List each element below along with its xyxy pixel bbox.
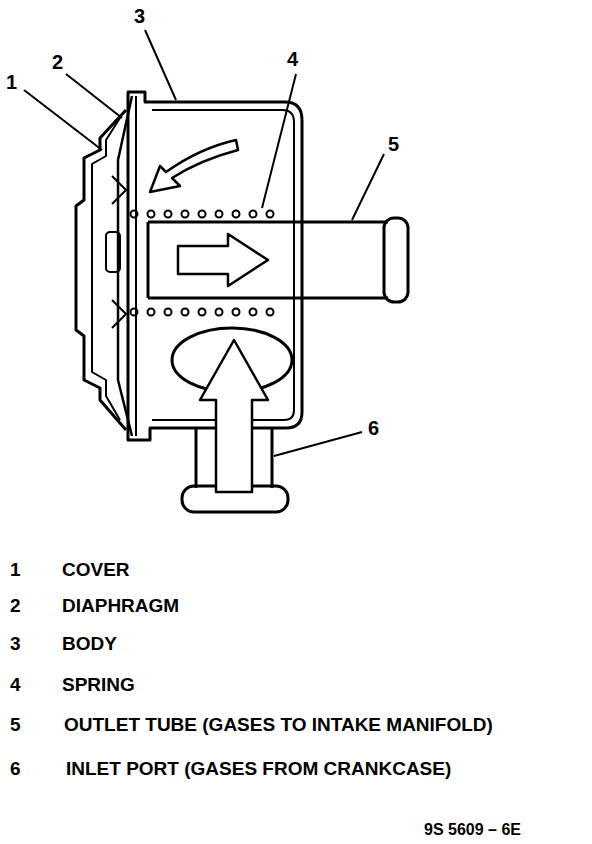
callout-number: 5 — [388, 134, 399, 154]
spring-coil — [182, 309, 189, 316]
key-number: 4 — [10, 675, 21, 694]
spring-coil — [250, 309, 257, 316]
callout-number: 3 — [134, 6, 145, 26]
spring-coil — [267, 211, 274, 218]
figure-code: 9S 5609 – 6E — [424, 822, 521, 838]
callout-number: 6 — [368, 418, 379, 438]
spring-coil — [199, 211, 206, 218]
key-number: 3 — [10, 634, 21, 653]
spring-coil — [165, 309, 172, 316]
spring-coil — [233, 309, 240, 316]
key-text: COVER — [62, 560, 130, 579]
spring-coil — [148, 211, 155, 218]
callout-number: 2 — [52, 52, 63, 72]
spring-coil — [233, 211, 240, 218]
spring-coil — [216, 211, 223, 218]
spring-coil — [267, 309, 274, 316]
spring-coil — [131, 211, 138, 218]
spring-coil — [131, 309, 138, 316]
key-number: 1 — [10, 560, 21, 579]
key-number: 2 — [10, 596, 21, 615]
spring-coil — [165, 211, 172, 218]
key-number: 5 — [10, 715, 21, 734]
spring-coil — [148, 309, 155, 316]
key-text: SPRING — [62, 675, 135, 694]
callout-number: 1 — [6, 72, 17, 92]
key-text: DIAPHRAGM — [62, 596, 179, 615]
key-number: 6 — [10, 759, 21, 778]
spring-coil — [216, 309, 223, 316]
spring-coil — [199, 309, 206, 316]
key-text: BODY — [62, 634, 117, 653]
callout-number: 4 — [287, 49, 298, 69]
spring-coil — [250, 211, 257, 218]
spring-coil — [182, 211, 189, 218]
key-text: INLET PORT (GASES FROM CRANKCASE) — [66, 759, 451, 778]
key-text: OUTLET TUBE (GASES TO INTAKE MANIFOLD) — [64, 715, 493, 734]
